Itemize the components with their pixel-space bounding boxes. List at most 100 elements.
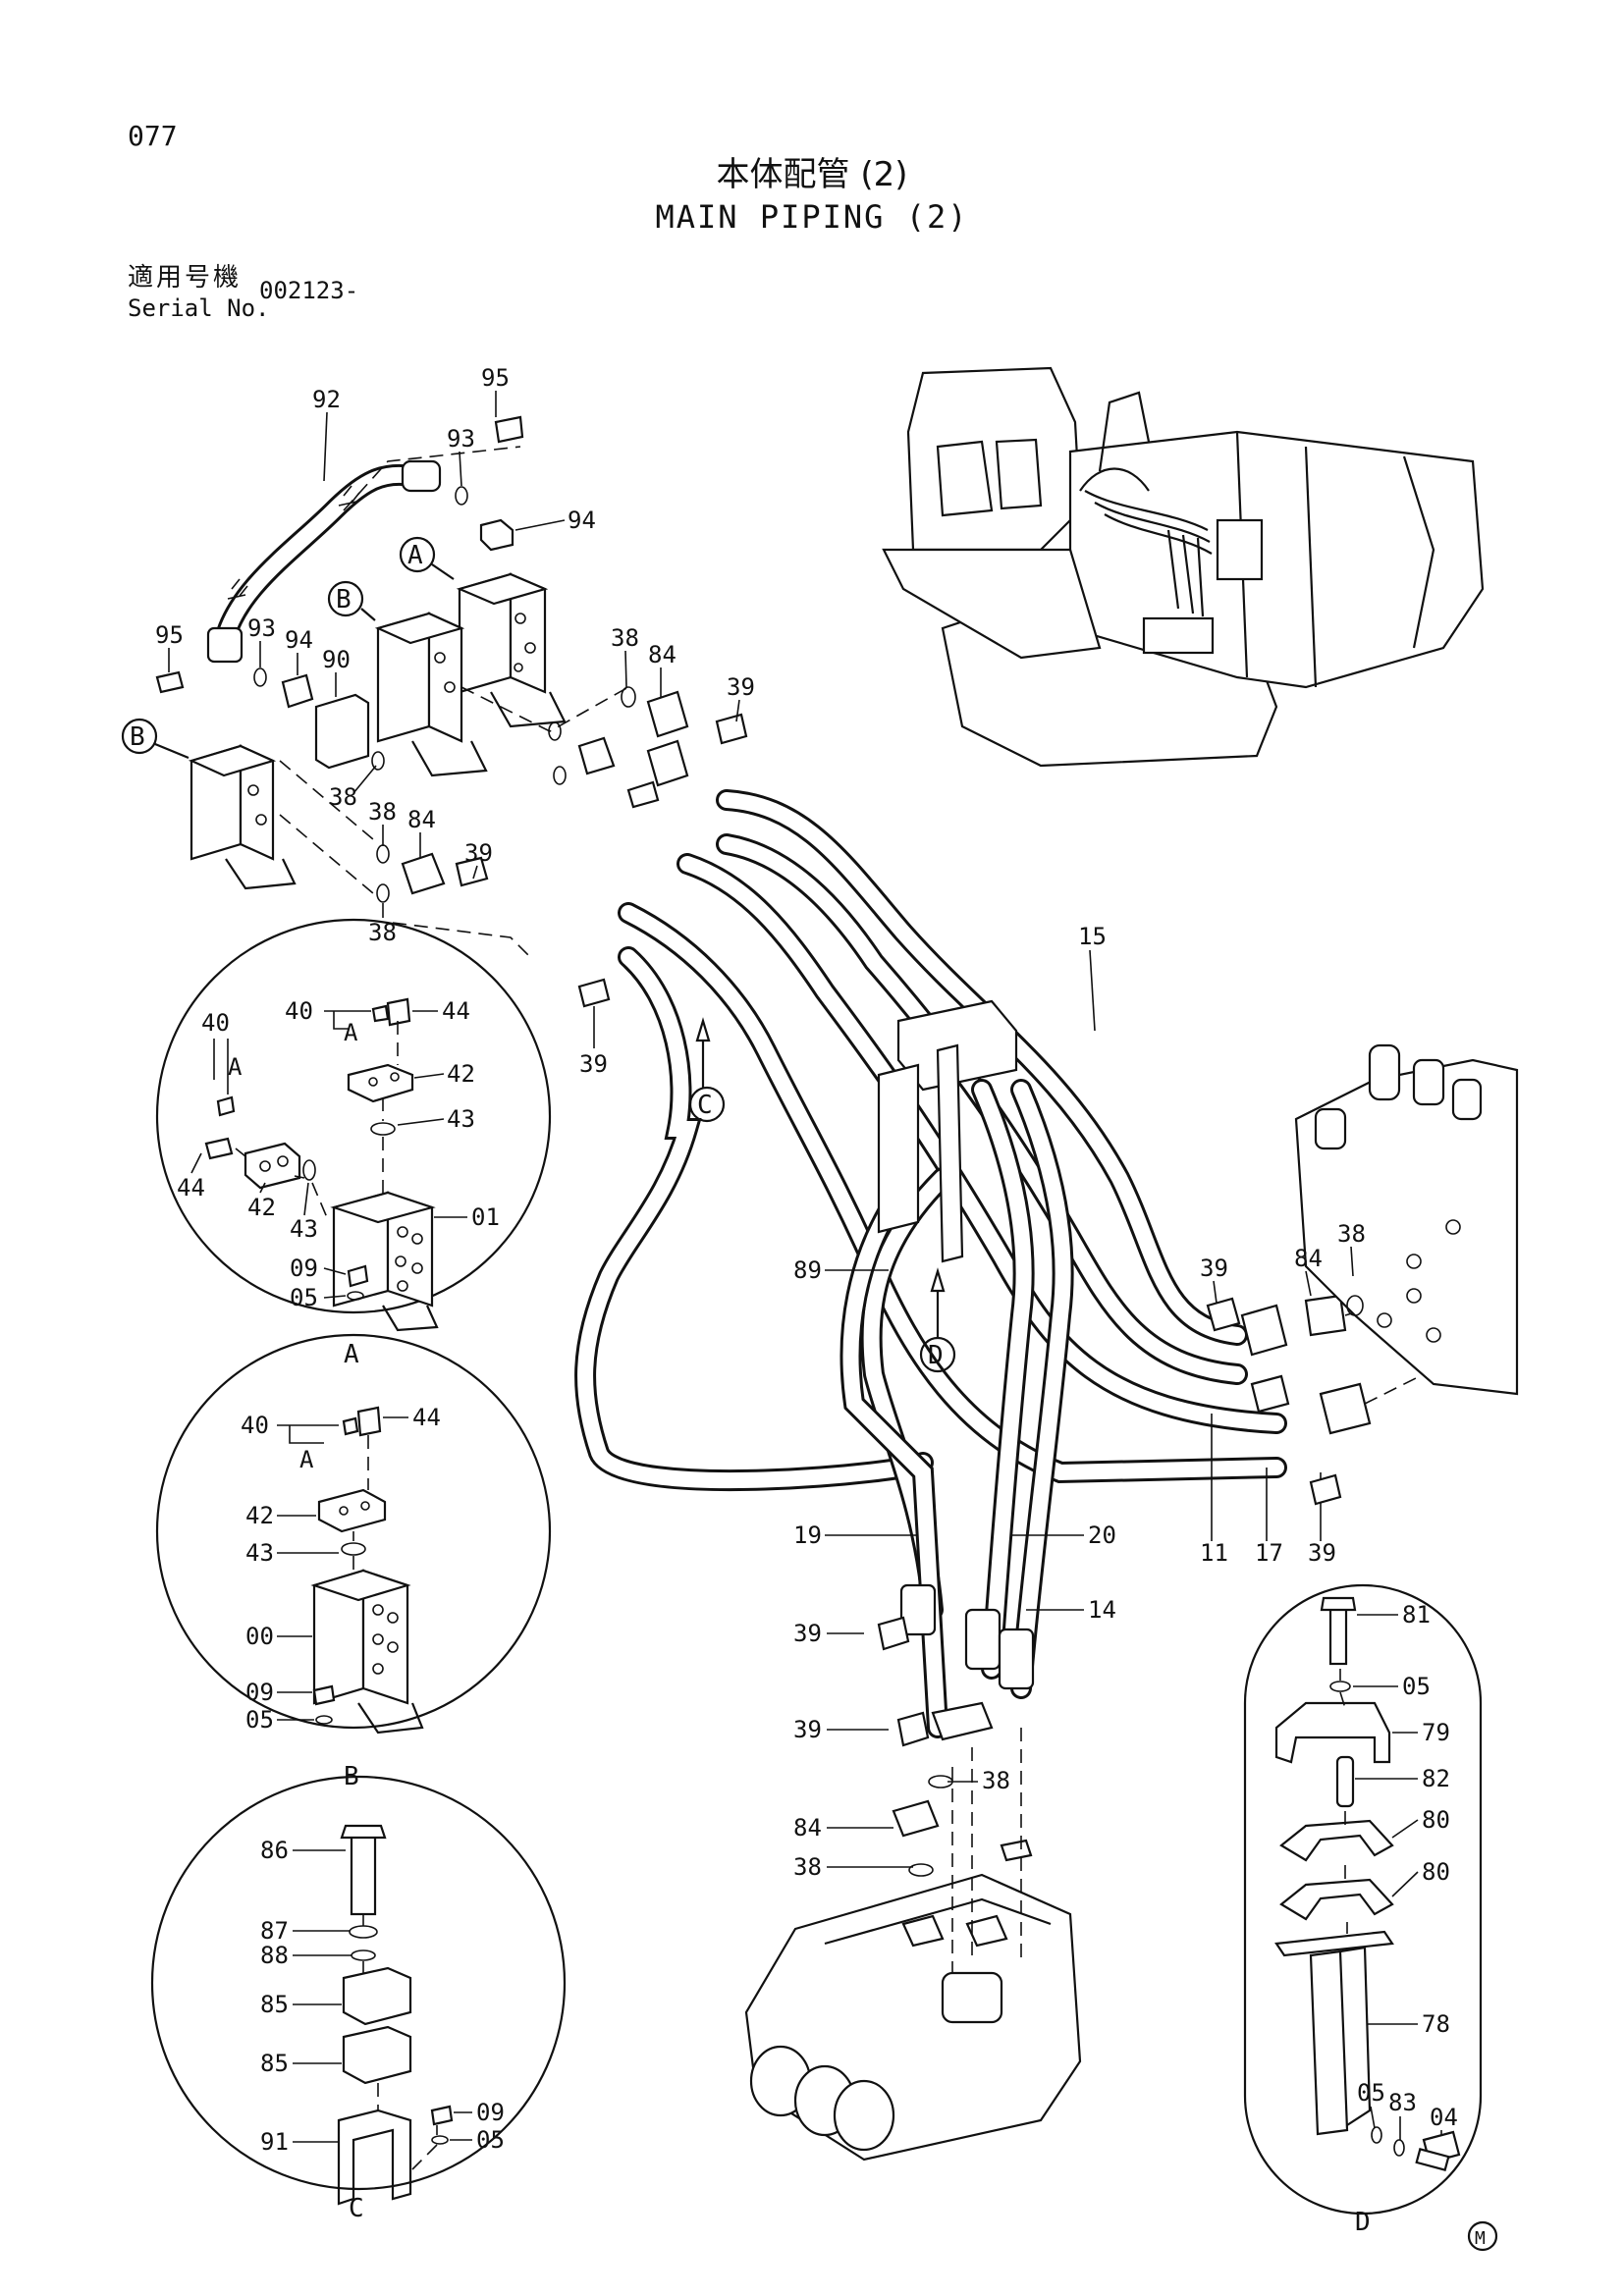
- detail-c-callout-88: 88: [260, 1942, 289, 1969]
- ref-label-b-left: B: [130, 722, 145, 752]
- detail-b-callout-42: 42: [245, 1502, 274, 1529]
- callout-84-upper: 84: [648, 641, 677, 668]
- reference-labels-main: A B B C D: [121, 536, 956, 1373]
- detail-d-callout-80-bottom: 80: [1422, 1858, 1450, 1886]
- detail-d-callout-83: 83: [1388, 2089, 1417, 2116]
- hose-92: [206, 459, 442, 664]
- detail-b-callout-09: 09: [245, 1679, 274, 1706]
- detail-a-callout-44-top: 44: [442, 997, 470, 1025]
- detail-d-callout-79: 79: [1422, 1719, 1450, 1746]
- detail-d-caption: D: [1355, 2208, 1371, 2237]
- detail-a-callout-42-left: 42: [247, 1194, 276, 1221]
- callout-93-top: 93: [447, 425, 475, 453]
- detail-d-callout-04: 04: [1430, 2104, 1458, 2131]
- detail-a-callout-01: 01: [471, 1203, 500, 1231]
- detail-a-callout-a-left: A: [228, 1053, 243, 1081]
- valve-block-a: [456, 572, 567, 728]
- control-valve-bottom: [744, 1728, 1082, 2162]
- detail-d-callout-81: 81: [1402, 1601, 1431, 1629]
- ref-label-b-main: B: [336, 585, 352, 614]
- detail-d-callout-80-top: 80: [1422, 1806, 1450, 1834]
- block-90: [314, 693, 370, 770]
- callout-39-hose-2: 39: [793, 1716, 822, 1743]
- detail-a: 40 A 44 42 43 40 A 44 42 43 01 09 05 A: [155, 918, 552, 1369]
- callout-39-hose-1: 39: [793, 1620, 822, 1647]
- detail-c-caption: C: [349, 2194, 364, 2223]
- detail-a-callout-40-left: 40: [201, 1009, 230, 1037]
- detail-c-callout-09: 09: [476, 2099, 505, 2126]
- detail-a-callout-a-top: A: [344, 1019, 358, 1046]
- detail-a-callout-05: 05: [290, 1284, 318, 1311]
- callout-19: 19: [793, 1522, 822, 1549]
- detail-a-callout-42-top: 42: [447, 1060, 475, 1088]
- callout-38-upper: 38: [611, 624, 639, 652]
- control-valve-right: [1294, 1043, 1519, 1396]
- detail-a-callout-40-top: 40: [285, 997, 313, 1025]
- callout-38-right: 38: [1337, 1220, 1366, 1248]
- callout-90: 90: [322, 646, 351, 673]
- callout-38-bottom-1: 38: [982, 1767, 1010, 1794]
- callouts-main: 92 95 93 94 95 93 94 90 38 84 39 38 38 8…: [155, 364, 1366, 1881]
- callout-95-top: 95: [481, 364, 510, 392]
- ref-label-c-main: C: [697, 1091, 713, 1120]
- callout-14: 14: [1088, 1596, 1116, 1624]
- detail-a-callout-44-left: 44: [177, 1174, 205, 1201]
- detail-a-callout-43-top: 43: [447, 1105, 475, 1133]
- detail-c-callout-86: 86: [260, 1837, 289, 1864]
- serial-number-value: 002123-: [259, 277, 359, 304]
- detail-b-callout-05: 05: [245, 1706, 274, 1734]
- detail-b-callout-44: 44: [412, 1404, 441, 1431]
- detail-b-callout-43: 43: [245, 1539, 274, 1567]
- callout-39-right: 39: [1200, 1255, 1228, 1282]
- detail-b-callout-a: A: [299, 1446, 314, 1473]
- detail-d: 81 05 79 82 80 80 78 05 83 04 D: [1243, 1583, 1483, 2237]
- ref-label-a-main: A: [407, 541, 423, 570]
- detail-b: 40 A 44 42 43 00 09 05 B: [155, 1333, 552, 1791]
- detail-d-callout-05-bottom: 05: [1357, 2079, 1385, 2107]
- detail-b-callout-00: 00: [245, 1623, 274, 1650]
- detail-d-callout-78: 78: [1422, 2010, 1450, 2038]
- detail-c-callout-87: 87: [260, 1917, 289, 1945]
- page-number: 077: [128, 120, 178, 152]
- page-title-japanese: 本体配管 (2): [716, 155, 908, 194]
- callout-38-bottom-2: 38: [793, 1853, 822, 1881]
- callout-94-top: 94: [568, 507, 596, 534]
- corner-mark: M: [1467, 2220, 1498, 2252]
- detail-b-callout-40: 40: [241, 1412, 269, 1439]
- excavator-overview-illustration: [882, 366, 1485, 768]
- page-title-english: MAIN PIPING (2): [655, 198, 969, 236]
- ref-label-d-main: D: [928, 1341, 944, 1370]
- detail-c-callout-05: 05: [476, 2126, 505, 2154]
- main-pipe-bundle: [574, 789, 1425, 1741]
- callout-94-left: 94: [285, 626, 313, 654]
- callout-39-bottom-right: 39: [1308, 1539, 1336, 1567]
- callout-84-right: 84: [1294, 1245, 1323, 1272]
- detail-a-callout-43-left: 43: [290, 1215, 318, 1243]
- callout-93-left: 93: [247, 614, 276, 642]
- callout-95-left: 95: [155, 621, 184, 649]
- serial-label-english: Serial No.: [128, 294, 270, 322]
- detail-a-caption: A: [344, 1340, 359, 1369]
- serial-label-japanese: 適用号機: [128, 263, 243, 293]
- callout-15: 15: [1078, 923, 1107, 950]
- detail-d-callout-05-top: 05: [1402, 1673, 1431, 1700]
- corner-mark-letter: M: [1475, 2228, 1486, 2249]
- callout-11: 11: [1200, 1539, 1228, 1567]
- callout-84-bottom: 84: [793, 1814, 822, 1842]
- detail-c-callout-85-bottom: 85: [260, 2050, 289, 2077]
- callout-17: 17: [1255, 1539, 1283, 1567]
- detail-a-callout-09: 09: [290, 1255, 318, 1282]
- callout-38-mid: 38: [368, 798, 397, 826]
- detail-c-callout-85-top: 85: [260, 1991, 289, 2018]
- callout-38-mid-left: 38: [329, 783, 357, 811]
- valve-block-b: [374, 612, 488, 777]
- callout-39-mid: 39: [464, 839, 493, 867]
- callout-92: 92: [312, 386, 341, 413]
- callout-20: 20: [1088, 1522, 1116, 1549]
- detail-d-callout-82: 82: [1422, 1765, 1450, 1792]
- detail-c-callout-91: 91: [260, 2128, 289, 2156]
- callout-39-upper: 39: [727, 673, 755, 701]
- callout-84-mid: 84: [407, 806, 436, 833]
- detail-c: 86 87 88 85 85 91 09 05 C: [150, 1775, 567, 2223]
